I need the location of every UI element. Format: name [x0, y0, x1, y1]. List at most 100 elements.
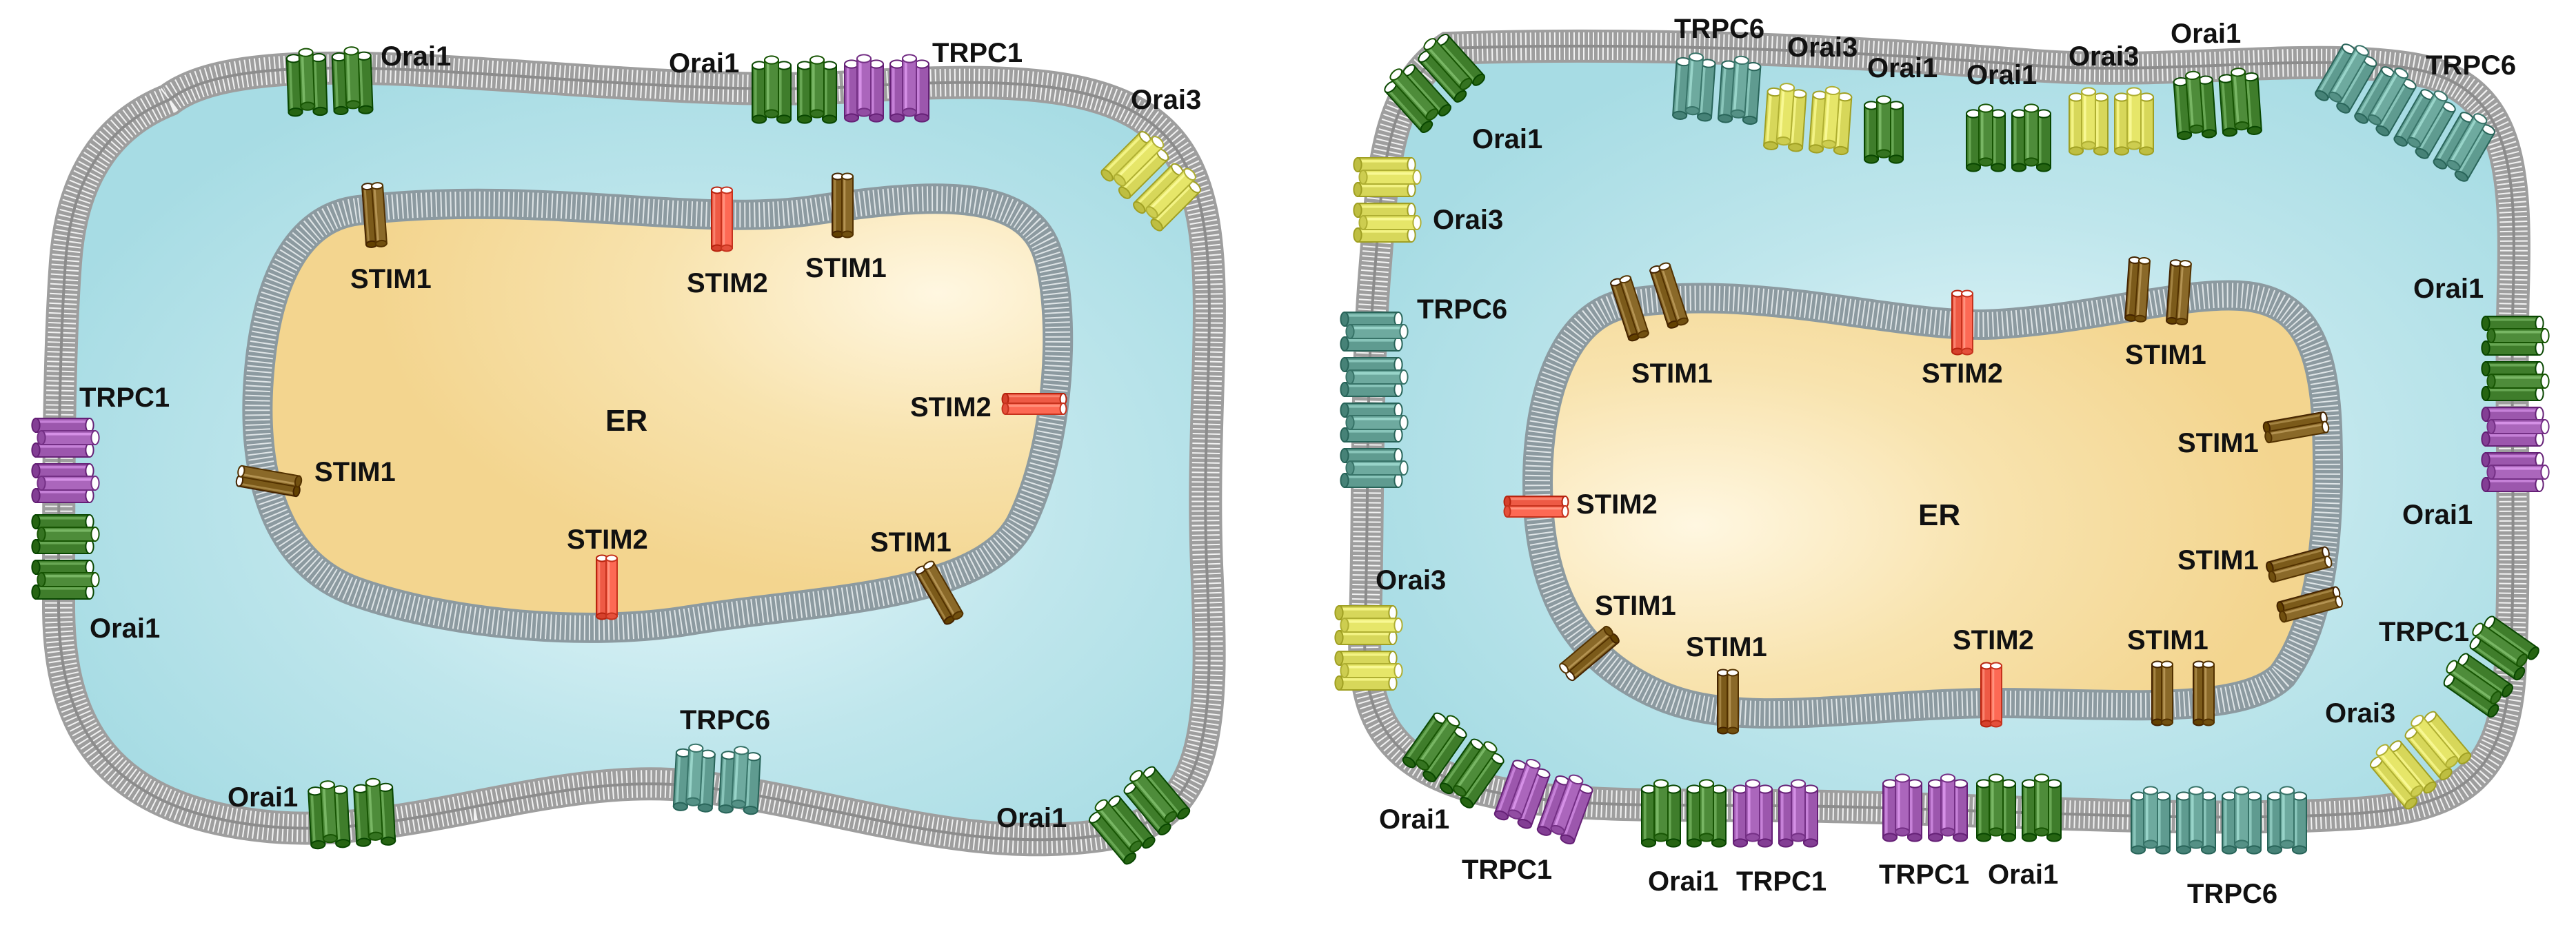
stim2-label: STIM2: [567, 525, 648, 555]
cylinder-subunit: [1453, 741, 1498, 797]
cylinder-subunit: [37, 476, 100, 491]
cylinder-subunit: [2264, 420, 2330, 444]
stim1-label: STIM1: [2125, 340, 2206, 370]
cylinder-subunit: [1978, 103, 1993, 167]
cylinder-subunit: [2406, 90, 2448, 148]
orai1-label: Orai1: [996, 803, 1067, 833]
cylinder-subunit: [2369, 756, 2418, 810]
stim1-label: STIM1: [870, 527, 952, 558]
cylinder-subunit: [1094, 799, 1143, 853]
cylinder-subunit: [1536, 775, 1570, 836]
cylinder-subunit: [1353, 182, 1416, 197]
orai1-channel: [1641, 779, 1727, 848]
cylinder-subunit: [2481, 431, 2544, 447]
cylinder-subunit: [2222, 791, 2237, 855]
cylinder-subunit: [2481, 340, 2544, 356]
orai1-channel: [752, 55, 837, 124]
cylinder-subunit: [1460, 753, 1505, 808]
orai3-channel: [1100, 131, 1201, 232]
orai1-channel: [1976, 773, 2062, 842]
cylinder-subunit: [1129, 770, 1178, 824]
orai3-channel: [1334, 605, 1403, 691]
orai1-channel: [2443, 615, 2539, 718]
orai3-channel: [1763, 83, 1853, 156]
stim2-label: STIM2: [910, 392, 992, 423]
cylinder-subunit: [1340, 427, 1403, 442]
cylinder-subunit: [331, 52, 349, 116]
cylinder-subunit: [902, 54, 917, 117]
cylinder-subunit: [1966, 109, 1981, 172]
cylinder-subunit: [1928, 779, 1943, 842]
stim1-protein: [235, 465, 303, 498]
stim1-label: STIM1: [1686, 632, 1767, 662]
cylinder-subunit: [1493, 760, 1527, 821]
cylinder-subunit: [371, 182, 388, 247]
cylinder-subunit: [2280, 786, 2295, 849]
cylinder-subunit: [2375, 744, 2424, 797]
cylinder-subunit: [2336, 56, 2377, 114]
cylinder-subunit: [2375, 79, 2417, 136]
cylinder-subunit: [1895, 773, 1910, 837]
cylinder-subunit: [2481, 407, 2544, 422]
cylinder-subunit: [856, 54, 872, 117]
trpc1-channel: [2481, 407, 2550, 492]
stim2-label: STIM2: [1922, 358, 2003, 389]
cylinder-subunit: [2415, 101, 2456, 159]
cylinder-subunit: [31, 418, 94, 433]
cylinder-subunit: [776, 61, 792, 124]
cylinder-subunit: [2188, 786, 2204, 849]
orai1-label: Orai1: [2171, 19, 2241, 49]
trpc6-channel: [2131, 786, 2307, 855]
cylinder-subunit: [731, 746, 749, 809]
stim2-protein: [1980, 662, 2002, 728]
cylinder-subunit: [1340, 663, 1403, 678]
cylinder-subunit: [1658, 262, 1689, 326]
orai3-label: Orai3: [2069, 41, 2139, 72]
stim2-protein: [1001, 393, 1067, 415]
cylinder-subunit: [2175, 260, 2192, 325]
orai1-label: Orai1: [1648, 866, 1718, 897]
cylinder-subunit: [923, 560, 964, 620]
cylinder-subunit: [2046, 779, 2062, 842]
orai3-label: Orai3: [1131, 85, 1201, 115]
cylinder-subunit: [1100, 131, 1151, 182]
stim1-label: STIM1: [2127, 625, 2208, 655]
cylinder-subunit: [2151, 660, 2164, 726]
cylinder-subunit: [1439, 738, 1485, 795]
trpc6-channel: [672, 743, 761, 815]
cylinder-subunit: [1345, 415, 1409, 430]
cylinder-subunit: [2454, 124, 2495, 182]
cylinder-subunit: [1345, 460, 1409, 476]
orai1-label: Orai1: [381, 41, 451, 72]
stim1-protein: [2124, 256, 2192, 325]
cylinder-subunit: [37, 430, 100, 445]
stim1-label: STIM1: [2177, 428, 2259, 458]
cylinder-subunit: [1961, 289, 1973, 356]
orai1-channel: [2173, 68, 2262, 141]
orai1-channel: [1966, 103, 2051, 172]
cylinder-subunit: [1560, 784, 1593, 845]
cylinder-subunit: [37, 572, 100, 587]
trpc6-channel: [2315, 43, 2495, 182]
cylinder-subunit: [1953, 779, 1968, 842]
cylinder-subunit: [1133, 163, 1184, 214]
cylinder-subunit: [2367, 68, 2409, 125]
cylinder-subunit: [310, 52, 328, 116]
stim2-label: STIM2: [1953, 625, 2034, 655]
cylinder-subunit: [2315, 43, 2356, 101]
cylinder-subunit: [2446, 660, 2502, 704]
trpc6-channel: [1340, 312, 1409, 488]
orai1-channel: [1402, 712, 1505, 808]
cylinder-subunit: [1507, 759, 1541, 820]
cylinder-subunit: [1340, 448, 1403, 463]
cylinder-subunit: [1882, 779, 1898, 842]
trpc1-channel: [1493, 759, 1593, 845]
cylinder-subunit: [1389, 68, 1439, 121]
cylinder-subunit: [1730, 55, 1749, 119]
cylinder-subunit: [1989, 773, 2004, 837]
stim1-protein: [832, 172, 854, 238]
cylinder-subunit: [841, 172, 854, 238]
er-label: ER: [1918, 498, 1960, 532]
cylinder-subunit: [1980, 662, 1993, 728]
trpc6-label: TRPC6: [1417, 294, 1507, 325]
